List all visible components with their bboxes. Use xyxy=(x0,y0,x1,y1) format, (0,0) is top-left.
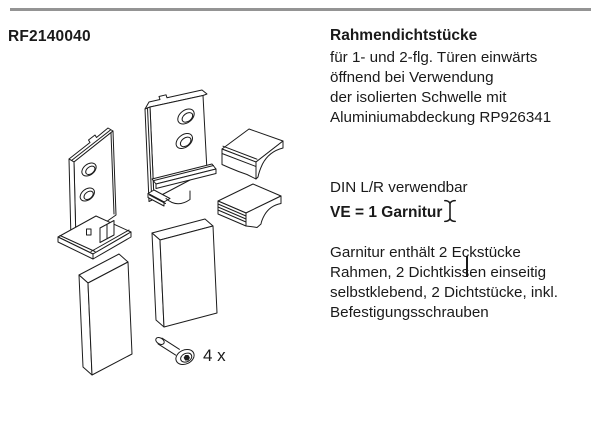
text-line: öffnend bei Verwendung xyxy=(330,69,494,86)
seal-block-top-icon xyxy=(221,128,284,180)
text-line: selbstklebend, 2 Dichtstücke, inkl. xyxy=(330,284,558,301)
countersunk-screw-icon xyxy=(155,337,195,366)
text-line: Rahmen, 2 Dichtkissen einseitig xyxy=(330,264,547,281)
packaging-unit: VE = 1 Garnitur xyxy=(330,204,443,221)
seal-block-bottom-icon xyxy=(217,183,282,228)
text-line: für 1- und 2-flg. Türen einwärts xyxy=(330,49,538,66)
i-beam-cursor-icon xyxy=(444,199,456,223)
din-note: DIN L/R verwendbar xyxy=(330,179,468,196)
contents-description: Garnitur enthält 2 Eckstücke Rahmen, 2 D… xyxy=(330,243,598,323)
text-caret[interactable] xyxy=(466,256,468,277)
text-line: Befestigungsschrauben xyxy=(330,304,489,321)
seal-pad-left-icon xyxy=(78,253,133,376)
seal-pad-right-icon xyxy=(151,218,218,328)
text-line: Aluminiumabdeckung RP926341 xyxy=(330,109,552,126)
product-info: Rahmendichtstücke für 1- und 2-flg. Türe… xyxy=(330,26,598,323)
product-title: Rahmendichtstücke xyxy=(330,27,478,44)
top-divider xyxy=(10,8,591,11)
product-description: für 1- und 2-flg. Türen einwärts öffnend… xyxy=(330,48,598,128)
screw-quantity-label: 4 x xyxy=(203,346,226,365)
text-line: der isolierten Schwelle mit xyxy=(330,89,507,106)
article-number: RF2140040 xyxy=(8,28,91,45)
corner-piece-left-icon xyxy=(57,127,132,260)
corner-piece-right-icon xyxy=(144,89,217,207)
technical-drawing xyxy=(57,89,284,376)
text-line: Garnitur enthält 2 Eckstücke xyxy=(330,244,521,261)
